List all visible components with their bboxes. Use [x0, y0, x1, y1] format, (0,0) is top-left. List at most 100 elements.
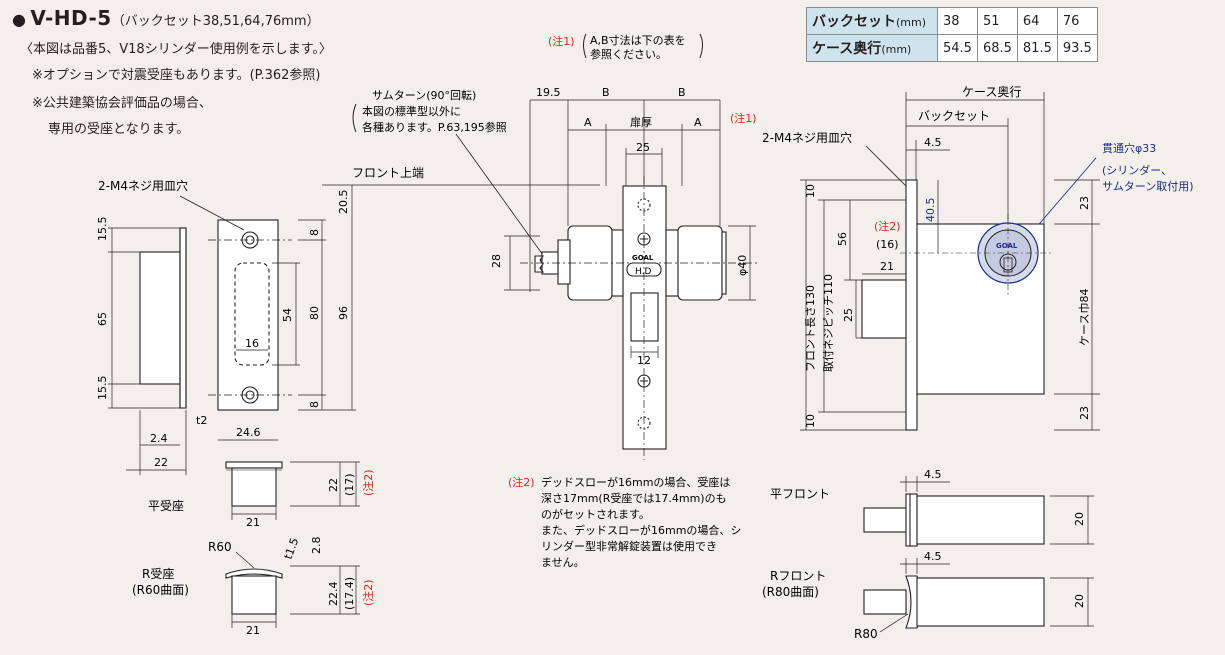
case-width-label: ケース巾84 — [1077, 289, 1091, 346]
thumbturn-note-b: 本図の標準型以外に — [362, 104, 461, 118]
table-row: バックセット(mm) 38 51 64 76 — [806, 7, 1098, 35]
r80-label: R80 — [854, 627, 878, 641]
dim-80: 80 — [308, 306, 321, 320]
note2-line5: リンダー型非常解錠装置は使用でき — [541, 539, 717, 553]
note2-line2: 深さ17mm(R受座では17.4mm)のも — [541, 491, 727, 505]
dim-96: 96 — [337, 306, 350, 320]
usage-note: 〈本図は品番5、V18シリンダー使用例を示します。〉 — [20, 42, 332, 57]
thumbturn-note-c: 各種あります。P.63,195参照 — [362, 120, 507, 134]
dim-15-5-top: 15.5 — [96, 217, 109, 242]
dim-4-5-top: 4.5 — [924, 136, 942, 149]
dim-15-5-bottom: 15.5 — [96, 376, 109, 401]
dim-16: 16 — [245, 337, 259, 350]
r-strike-label: R受座 — [142, 566, 174, 581]
through-hole-sub-b: サムターン取付用) — [1102, 180, 1194, 193]
front-length-label: フロント長さ130 — [804, 285, 817, 372]
dim-16-paren: (16) — [876, 238, 899, 251]
backset-range-note: （バックセット38,51,64,76mm） — [111, 14, 320, 29]
r-front-sub-label: (R80曲面) — [762, 585, 819, 599]
note1-text-a: A,B寸法は下の表を — [590, 33, 686, 47]
table-row: ケース奥行(mm) 54.5 68.5 81.5 93.5 — [806, 34, 1098, 62]
thumbturn-note-a: サムターン(90°回転) — [372, 89, 476, 102]
note1-text-b: 参照ください。 — [590, 47, 667, 61]
screw-hole-label-right: 2-M4ネジ用皿穴 — [762, 130, 852, 145]
through-hole-sub-a: (シリンダー、 — [1102, 163, 1172, 177]
dim-4-5-flat: 4.5 — [924, 468, 942, 481]
note2-tag: (注2) — [508, 475, 535, 489]
front-top-label: フロント上端 — [352, 166, 424, 180]
r-strike-drawing — [225, 568, 283, 615]
case-depth-label: ケース奥行 — [962, 85, 1021, 99]
backset-label: バックセット — [918, 109, 990, 123]
dim-22-4: 22.4 — [327, 582, 340, 607]
table-cell: 51 — [976, 7, 1018, 35]
public-spec-note-2: 専用の受座となります。 — [48, 122, 190, 137]
dim-8-top: 8 — [308, 229, 321, 236]
flat-front-drawing — [863, 493, 1045, 547]
dim-20-flat: 20 — [1073, 512, 1086, 526]
table-header-backset: バックセット(mm) — [806, 7, 938, 35]
note1-side-tag: (注1) — [730, 111, 757, 125]
dim-24-6: 24.6 — [236, 426, 261, 439]
model-title: V-HD-5 — [30, 6, 112, 30]
dim-20-r: 20 — [1073, 594, 1086, 608]
table-cell: 93.5 — [1056, 34, 1098, 62]
dim-21-flat: 21 — [246, 516, 260, 529]
note2-line3: のがセットされます。 — [541, 507, 650, 521]
table-header-case-depth: ケース奥行(mm) — [806, 34, 938, 62]
dim-b-left: B — [602, 86, 610, 99]
dim-22: 22 — [154, 456, 168, 469]
r-front-drawing — [863, 575, 1045, 629]
screw-hole-label-left: 2-M4ネジ用皿穴 — [98, 178, 188, 193]
dim-4-5-r: 4.5 — [924, 550, 942, 563]
dim-22-flat: 22 — [327, 478, 340, 492]
flat-strike-label: 平受座 — [148, 498, 184, 513]
dim-17-4: (17.4) — [343, 577, 356, 610]
dim-17-flat: (17) — [343, 473, 356, 496]
strike-front-view — [208, 219, 292, 411]
dim-10-bottom: 10 — [804, 414, 817, 428]
note2-mark-case: (注2) — [874, 219, 901, 233]
strike-side-view — [139, 227, 187, 409]
note2-mark-r: (注2) — [361, 579, 375, 606]
screw-pitch-label: 取付ネジピッチ110 — [822, 274, 835, 372]
flat-front-label: 平フロント — [770, 487, 830, 501]
hd-mark: H.D — [635, 267, 651, 277]
dim-21-r: 21 — [246, 624, 260, 637]
note2-line1: デッドスローが16mmの場合、受座は — [541, 475, 730, 489]
dim-10-top: 10 — [804, 184, 817, 198]
dim-20-5: 20.5 — [337, 190, 350, 215]
lock-front-plate — [622, 185, 667, 450]
brand-mark-cylinder: GOAL — [996, 242, 1018, 250]
dim-2-4: 2.4 — [150, 432, 168, 445]
note2-line4: また、デッドスローが16mmの場合、シ — [541, 523, 741, 537]
dim-21-case: 21 — [880, 260, 894, 273]
dim-b-right: B — [678, 86, 686, 99]
dim-65: 65 — [96, 312, 109, 326]
note1-tag: (注1) — [548, 34, 575, 48]
note2-mark-flat: (注2) — [361, 469, 375, 496]
r-strike-sub-label: (R60曲面) — [132, 583, 189, 597]
dim-t1-5: t1.5 — [282, 536, 302, 561]
r-front-label: Rフロント — [770, 569, 826, 583]
flat-strike-drawing — [225, 461, 283, 507]
dim-28: 28 — [490, 254, 503, 268]
dim-a-right: A — [694, 116, 702, 129]
dim-t2: t2 — [196, 414, 207, 427]
dim-25-case: 25 — [842, 308, 855, 322]
dim-19-5: 19.5 — [536, 86, 561, 99]
dim-8-bottom: 8 — [308, 401, 321, 408]
dim-a-left: A — [584, 116, 592, 129]
through-hole-label: 貫通穴φ33 — [1102, 141, 1156, 155]
bullet: ● — [12, 10, 26, 29]
note2-line6: ません。 — [541, 556, 585, 569]
option-note: ※オプションで対震受座もあります。(P.362参照) — [32, 68, 321, 83]
lock-case-side — [861, 179, 1045, 431]
dim-23-top: 23 — [1078, 196, 1091, 210]
dim-2-8: 2.8 — [310, 537, 323, 555]
public-spec-note: ※公共建築協会評価品の場合、 — [32, 96, 212, 111]
brand-mark: GOAL — [632, 254, 654, 262]
dim-12: 12 — [637, 354, 651, 367]
dimension-table: バックセット(mm) 38 51 64 76 ケース奥行(mm) 54.5 68… — [806, 7, 1098, 62]
